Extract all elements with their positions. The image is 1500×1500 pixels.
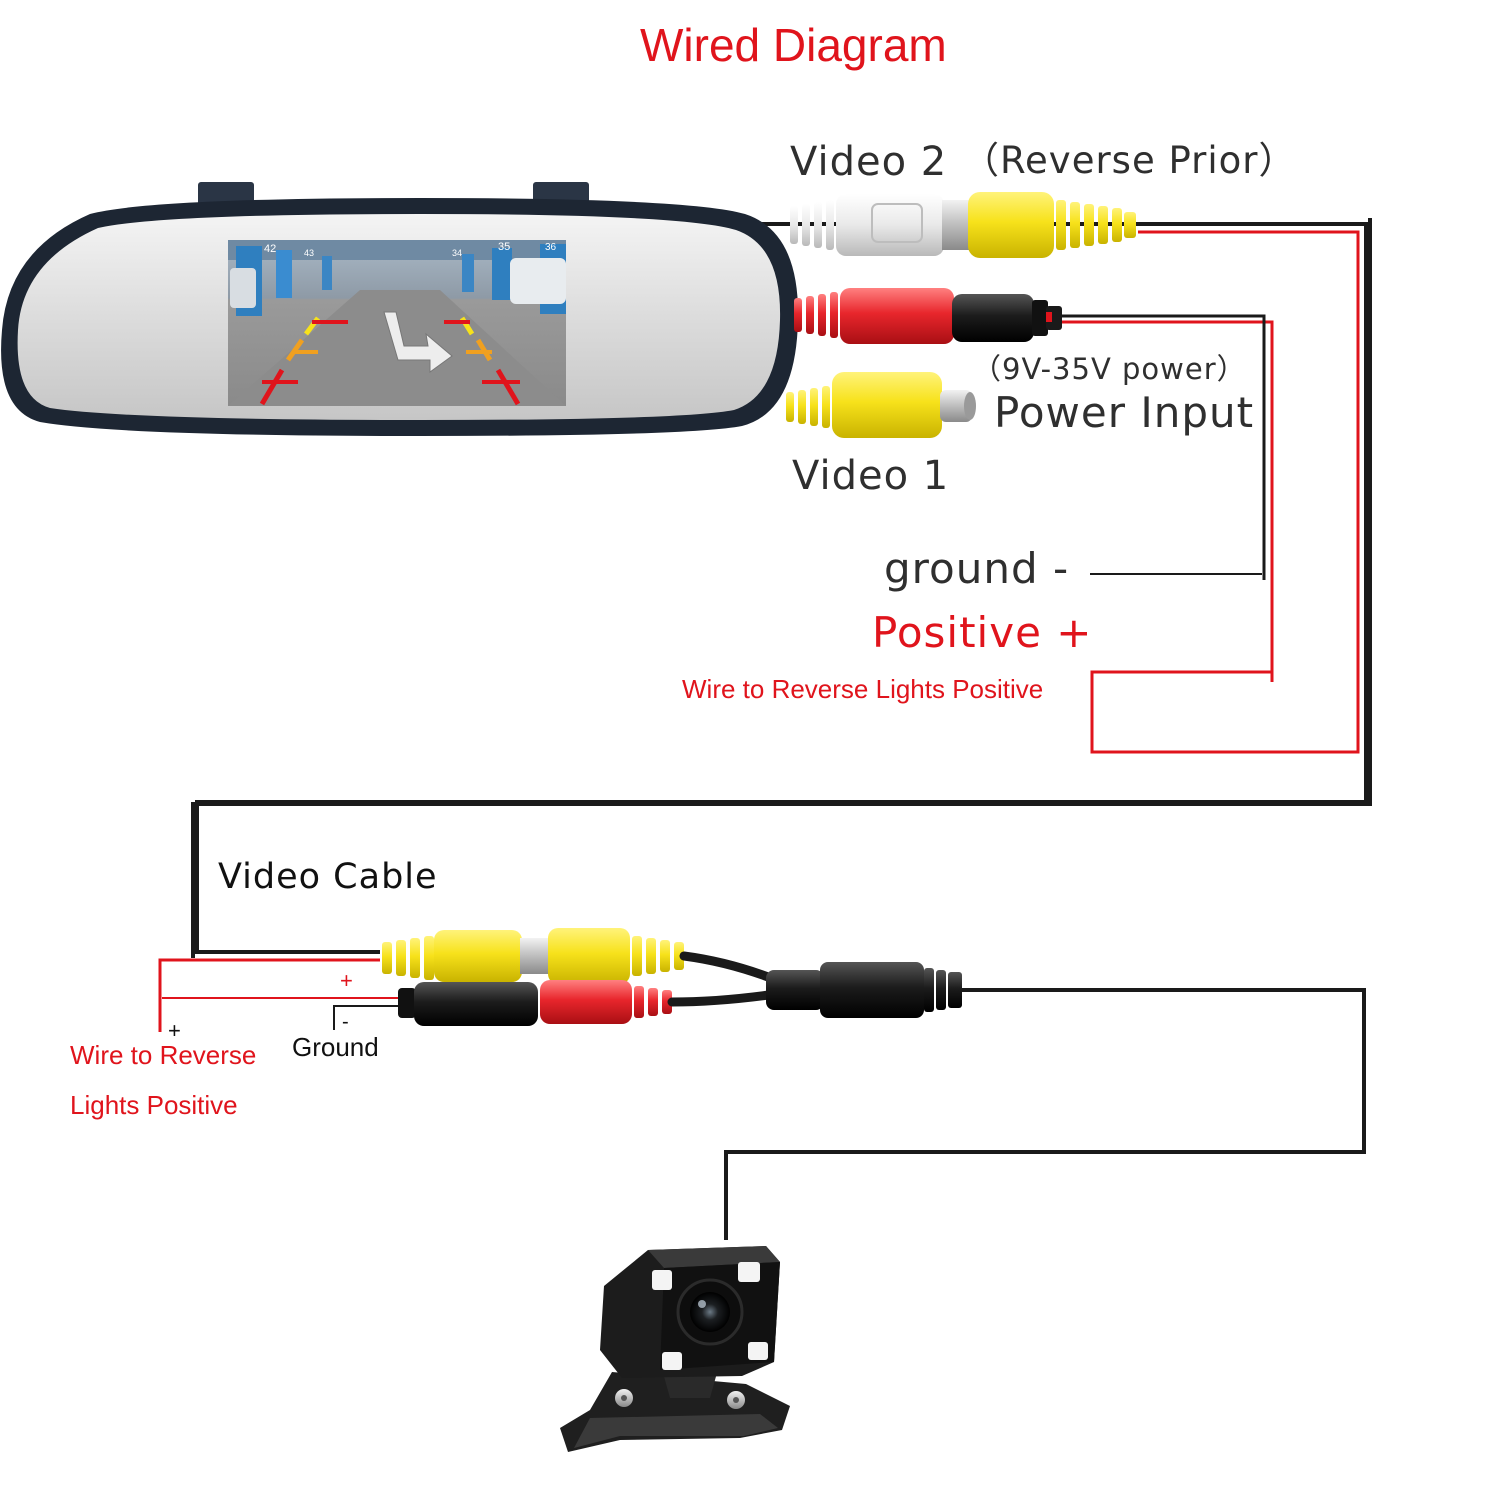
camera-led-1: [652, 1270, 672, 1290]
power-red-wire: [1062, 320, 1274, 672]
video1-label: Video 1: [792, 453, 950, 499]
power-range-label: （9V-35V power）: [972, 352, 1247, 386]
video2-label: Video 2: [790, 139, 948, 185]
camera-video-connector: [382, 928, 684, 984]
camera-led-3: [662, 1352, 682, 1370]
video2-black-wire-inner: [1092, 235, 1358, 752]
ground-label: ground -: [884, 544, 1070, 593]
camera-led-2: [738, 1262, 760, 1282]
positive-left-label: +: [168, 1018, 181, 1043]
cable-junction: [766, 962, 962, 1018]
video2-connector: [790, 192, 1136, 258]
video2-red-wire: [1090, 230, 1360, 754]
reverse-arrow-icon: [383, 311, 453, 373]
wire-reverse-bottom-line2: Lights Positive: [70, 1090, 238, 1120]
video1-connector: [786, 372, 976, 438]
backup-camera-icon: [560, 1246, 790, 1452]
parking-number-5: 36: [545, 242, 557, 253]
negative-small-label: -: [342, 1011, 349, 1033]
parking-number-4: 35: [498, 241, 510, 253]
mirror-monitor: 42 43 34 35 36: [1, 182, 799, 436]
parking-number-3: 34: [452, 248, 462, 258]
positive-small-label: +: [340, 968, 353, 993]
camera-cable: [724, 988, 1366, 1240]
reverse-prior-label: （Reverse Prior）: [962, 139, 1297, 182]
power-black-wire: [1062, 314, 1266, 580]
camera-led-4: [748, 1342, 768, 1360]
diagram-title: Wired Diagram: [640, 19, 947, 71]
positive-label: Positive +: [872, 608, 1093, 657]
reverse-positive-wire: [158, 958, 380, 1032]
ground-small-wire: [333, 1005, 398, 1030]
camera-power-connector: [398, 980, 672, 1026]
power-connector: [794, 288, 1062, 344]
wire-reverse-bottom-line1: Wire to Reverse: [70, 1040, 257, 1070]
parking-number-2: 43: [304, 248, 314, 258]
wire-reverse-lights-top-label: Wire to Reverse Lights Positive: [682, 674, 1044, 704]
video-cable-loop: [191, 218, 1372, 958]
video-cable-label: Video Cable: [218, 857, 438, 897]
wires: [158, 218, 1372, 1240]
camera-cable-inner: [719, 993, 1359, 1240]
ground-bottom-label: Ground: [292, 1032, 379, 1062]
parking-number-1: 42: [264, 243, 276, 255]
power-input-label: Power Input: [994, 388, 1255, 437]
monitor-screen: 42 43 34 35 36: [228, 240, 566, 406]
splitter-cables: [667, 951, 781, 1007]
